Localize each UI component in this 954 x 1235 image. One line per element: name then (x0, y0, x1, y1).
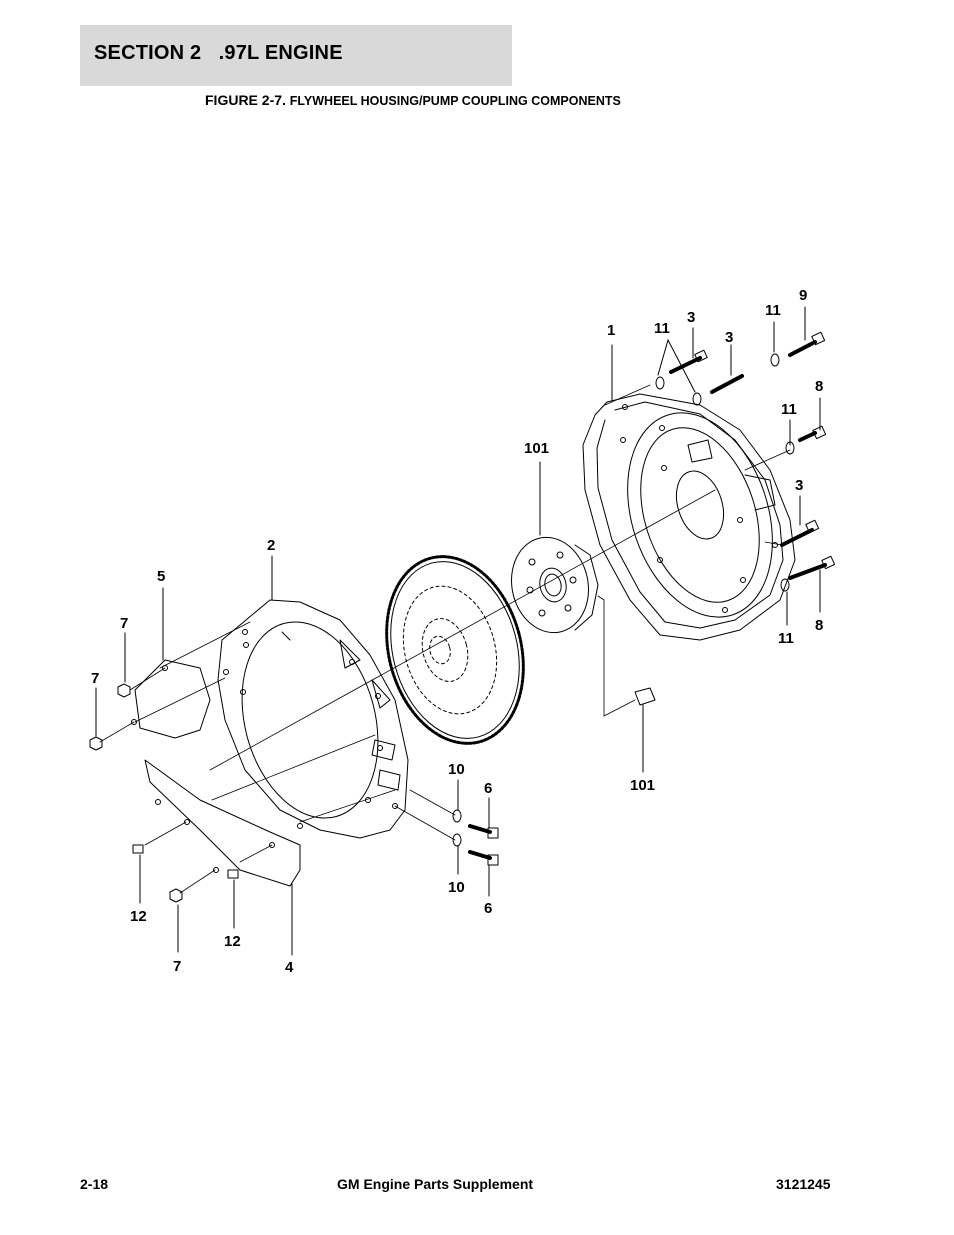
callout-101: 101 (630, 777, 655, 794)
callout-11: 11 (765, 302, 781, 319)
callout-101: 101 (524, 440, 549, 457)
pump-coupling (511, 536, 599, 634)
lower-shield (144, 759, 301, 887)
publication-title: GM Engine Parts Supplement (337, 1176, 534, 1192)
callout-2: 2 (267, 537, 275, 554)
callout-5: 5 (157, 568, 165, 585)
callout-11: 11 (781, 401, 797, 418)
callout-labels: 1 11 3 3 11 9 8 11 101 3 11 8 2 5 7 7 10… (91, 287, 823, 976)
inspection-cover (131, 659, 211, 739)
callout-7: 7 (120, 615, 128, 632)
callout-12: 12 (224, 933, 241, 950)
leader-lines (95, 306, 821, 956)
callout-8: 8 (815, 378, 823, 395)
washers (452, 353, 795, 847)
callout-6: 6 (484, 780, 492, 797)
figure-number: FIGURE 2-7. (205, 92, 286, 108)
flywheel (385, 555, 525, 745)
callout-7: 7 (91, 670, 99, 687)
callout-10: 10 (448, 879, 465, 896)
figure-title: FLYWHEEL HOUSING/PUMP COUPLING COMPONENT… (289, 94, 621, 108)
section-title: SECTION 2 .97L ENGINE (94, 42, 343, 64)
callout-9: 9 (799, 287, 807, 304)
callout-6: 6 (484, 900, 492, 917)
callout-7: 7 (173, 958, 181, 975)
flywheel-housing (582, 393, 796, 641)
callout-4: 4 (285, 959, 294, 976)
callout-1: 1 (607, 322, 615, 339)
callout-12: 12 (130, 908, 147, 925)
callout-8: 8 (815, 617, 823, 634)
page-number: 2-18 (80, 1176, 109, 1192)
document-number: 3121245 (776, 1176, 831, 1192)
section-header: SECTION 2 .97L ENGINE (80, 25, 512, 86)
adapter-plate (217, 599, 409, 839)
callout-3: 3 (795, 477, 803, 494)
callout-3: 3 (725, 329, 733, 346)
callout-10: 10 (448, 761, 465, 778)
figure-caption: FIGURE 2-7. FLYWHEEL HOUSING/PUMP COUPLI… (205, 92, 621, 108)
nuts (89, 683, 239, 903)
callout-11: 11 (778, 630, 794, 647)
fastener-bolts (468, 331, 836, 866)
assembly-lines (99, 384, 791, 894)
callout-3: 3 (687, 309, 695, 326)
callout-11: 11 (654, 320, 670, 337)
